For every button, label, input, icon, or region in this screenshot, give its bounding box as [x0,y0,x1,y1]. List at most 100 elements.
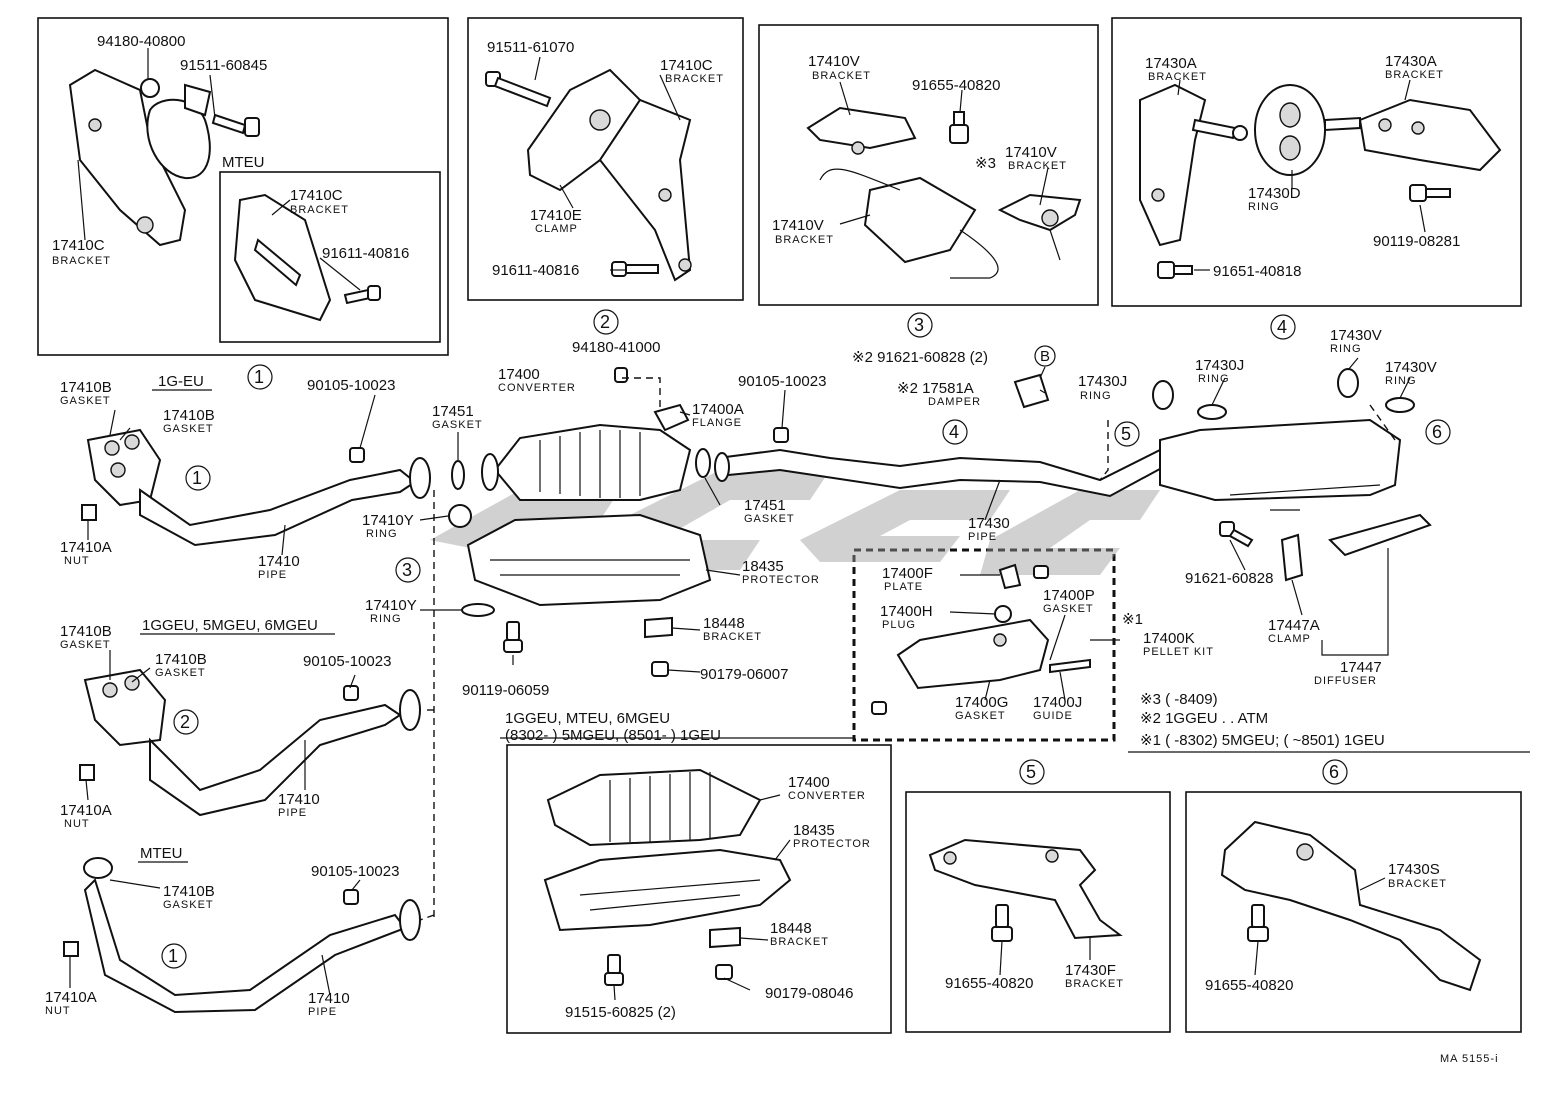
label-17400h: 17400H [880,603,933,620]
circled-2-top: 2 [593,309,619,335]
label-17430j-a-name: RING [1080,390,1112,402]
circled-5-bot: 5 [1019,759,1045,785]
label-17410y-a-name: RING [366,528,398,540]
label-17430a-b: 17430A [1385,53,1437,70]
bolt-drawing-mid [773,427,789,443]
label-17581a: ※2 17581A [897,380,974,397]
label-17400k: 17400K [1143,630,1195,647]
label-17410v-b-name: BRACKET [1008,160,1067,172]
label-17430j-b: 17430J [1195,357,1244,374]
bracket-mteu-drawing [233,193,332,322]
nut-drawing-pipe-3 [63,941,79,957]
label-90105-10023-c: 90105-10023 [303,653,391,670]
circled-5-mid: 5 [1114,421,1140,447]
label-17447-name: DIFFUSER [1314,675,1377,687]
label-17410c-c-name: BRACKET [665,73,724,85]
label-17400j: 17400J [1033,694,1082,711]
bolt-drawing-2 [343,285,381,305]
label-17430d-name: RING [1248,201,1280,213]
converter-17400-drawing-2 [546,768,762,847]
bracket-18448-drawing-2 [709,926,741,980]
label-17451-b-name: GASKET [744,513,795,525]
inset-box-1 [37,17,449,356]
clamp-17447a-drawing [1280,533,1304,582]
flange-17400a-drawing [614,367,690,432]
flange-drawing-1 [409,457,431,499]
label-17410b-d-name: GASKET [155,667,206,679]
svg-text:2: 2 [600,312,610,332]
svg-text:1: 1 [192,468,202,488]
label-18448-b-name: BRACKET [770,936,829,948]
inset-box-5 [905,791,1171,1033]
label-17410c-a: 17410C [290,187,343,204]
label-note1-mark: ※1 [1122,611,1143,628]
label-17430s: 17430S [1388,861,1440,878]
svg-text:1: 1 [254,367,264,387]
label-17410v-a: 17410V [808,53,860,70]
bracket-17430s-drawing [1220,820,1482,992]
inset-box-mteu [219,171,441,343]
label-18448-a-name: BRACKET [703,631,762,643]
label-91611-40816-a: 91611-40816 [322,245,409,262]
label-17410b-a: 17410B [60,379,112,396]
label-17447: 17447 [1340,659,1382,676]
label-17410c-b: 17410C [52,237,105,254]
label-17410v-c-name: BRACKET [775,234,834,246]
bolt-drawing-91621 [1219,521,1254,548]
nut-drawing-pipe-1 [81,504,97,521]
label-17400g: 17400G [955,694,1008,711]
bracket-17430a-drawing-2 [1324,98,1502,172]
converter-17400-drawing-1 [481,423,692,501]
label-17410v-c: 17410V [772,217,824,234]
label-17430f: 17430F [1065,962,1116,979]
label-17410e-name: CLAMP [535,223,578,235]
circled-6-mid: 6 [1425,419,1451,445]
label-17430j-b-name: RING [1198,373,1230,385]
inset-box-3 [758,24,1099,306]
label-90105-10023-a: 90105-10023 [307,377,395,394]
ring-17430v-drawing-1 [1337,368,1359,398]
pellet-kit-box [852,548,1116,742]
label-17410c-c: 17410C [660,57,713,74]
label-17400p: 17400P [1043,587,1095,604]
label-17400h-name: PLUG [882,619,916,631]
ring-17410y-drawing-2 [461,603,495,617]
inset-box-converter [506,744,892,1034]
svg-text:3: 3 [914,315,924,335]
bolt-drawing-91655-b [991,904,1013,942]
label-17400a-name: FLANGE [692,417,742,429]
bolt-drawing-pipe-3 [343,889,359,905]
label-17410y-b-name: RING [370,613,402,625]
label-17451-a-name: GASKET [432,419,483,431]
protector-18435-drawing-2 [543,848,792,932]
label-17410-c: 17410 [308,990,350,1007]
bracket-17410v-drawing-3 [997,193,1082,261]
bolt-drawing-5 [949,111,969,144]
label-91511-60845: 91511-60845 [180,57,267,74]
circled-3-top: 3 [907,312,933,338]
label-ma5155: MA 5155-i [1440,1053,1499,1065]
label-17410v-b: 17410V [1005,144,1057,161]
label-17410-b: 17410 [278,791,320,808]
label-1ggeu: 1GGEU, 5MGEU, 6MGEU [142,617,318,634]
bolt-drawing-pipe-2 [343,685,359,701]
label-17410e: 17410E [530,207,582,224]
bolt-drawing-4 [611,261,659,277]
circled-4-top: 4 [1270,314,1296,340]
svg-text:3: 3 [402,560,412,580]
label-17410a-b: 17410A [60,802,112,819]
label-91655-40820-b: 91655-40820 [945,975,1033,992]
label-91515-60825: 91515-60825 (2) [565,1004,676,1021]
label-17400g-name: GASKET [955,710,1006,722]
bracket-17410c-drawing-2 [598,98,692,282]
muffler-drawing [1159,418,1402,502]
label-17400-b-name: CONVERTER [788,790,866,802]
label-90119-06059: 90119-06059 [462,682,549,699]
leader-lines [69,48,1426,1001]
pipe-17410-drawing-1 [139,468,417,547]
label-91655-40820-a: 91655-40820 [912,77,1000,94]
label-91621-60828: 91621-60828 [1185,570,1273,587]
bracket-17410v-drawing-2 [819,168,999,279]
label-17400-a: 17400 [498,366,540,383]
label-17410b-b: 17410B [163,407,215,424]
